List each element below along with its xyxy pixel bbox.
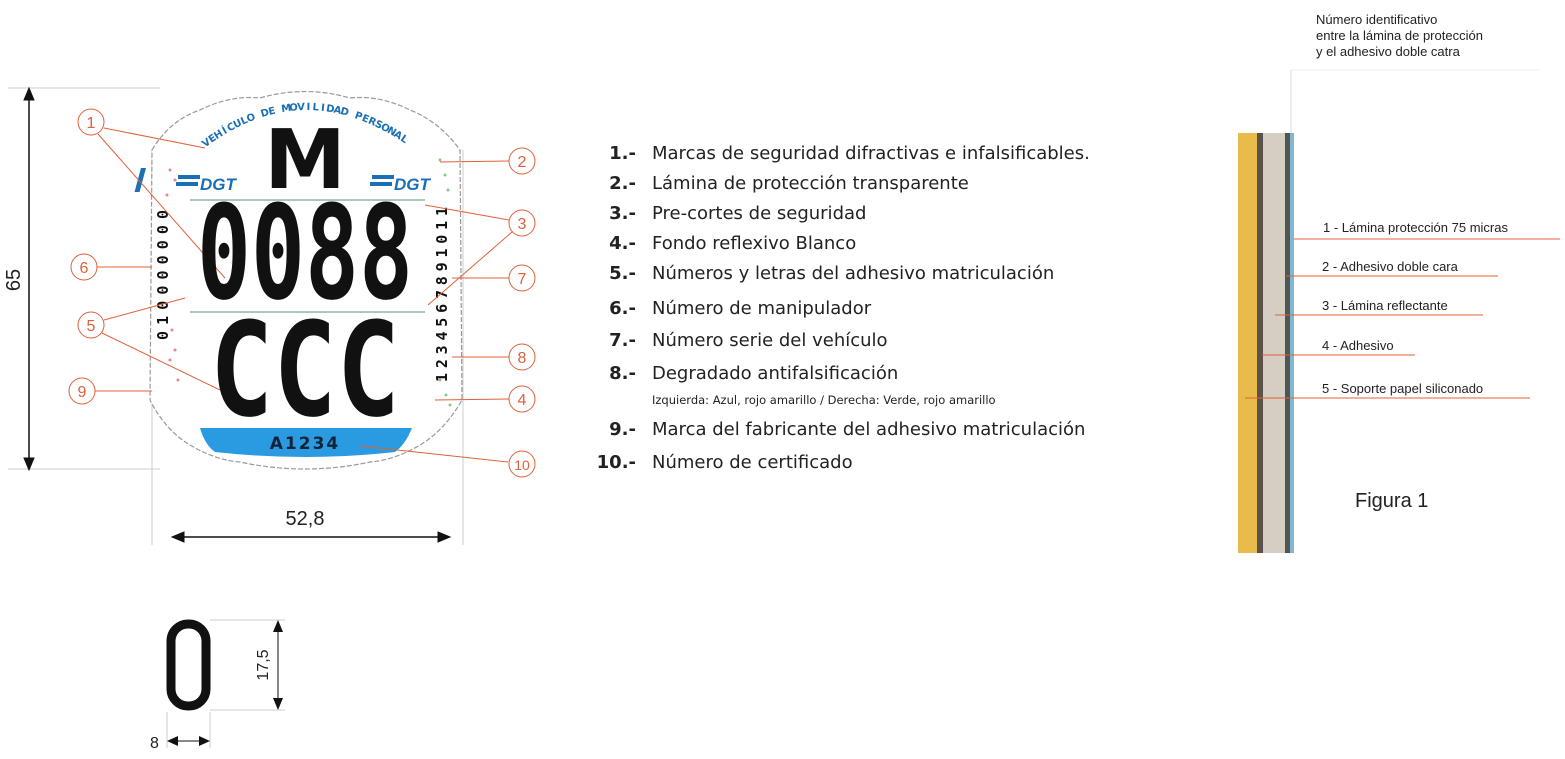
province-letter: M bbox=[264, 113, 346, 208]
svg-text:1: 1 bbox=[87, 115, 96, 132]
layer-3-reflective bbox=[1263, 133, 1285, 553]
note-line: y el adhesivo doble catra bbox=[1316, 44, 1460, 59]
plate-number: 0088 bbox=[196, 177, 414, 329]
layer-stack bbox=[1238, 69, 1560, 553]
figure-caption: Figura 1 bbox=[1355, 490, 1429, 512]
svg-text:DGT: DGT bbox=[394, 175, 432, 194]
arc-letter: L bbox=[398, 133, 410, 146]
layer-label-4: 4 - Adhesivo bbox=[1322, 338, 1394, 353]
note-line: entre la lámina de protección bbox=[1316, 28, 1483, 43]
callout-6: 6 bbox=[70, 253, 98, 281]
char-dimension bbox=[166, 619, 285, 748]
arc-letter: D bbox=[339, 106, 350, 119]
certificate-number: A1234 bbox=[269, 434, 341, 454]
layer-label-1: 1 - Lámina protección 75 micras bbox=[1323, 220, 1508, 235]
arc-letter: S bbox=[373, 119, 384, 132]
height-dimension bbox=[8, 86, 160, 472]
callout-10: 10 bbox=[508, 450, 536, 478]
height-label: 65 bbox=[3, 269, 25, 291]
arc-letter: M bbox=[281, 103, 292, 115]
arc-letter: Í bbox=[220, 124, 230, 137]
arc-letter: E bbox=[267, 106, 276, 118]
dgt-logo-right: DGT bbox=[370, 175, 432, 194]
char-sample-zero bbox=[166, 619, 211, 711]
svg-text:2: 2 bbox=[518, 154, 527, 171]
callout-1: 1 bbox=[77, 108, 105, 136]
arc-letter: C bbox=[225, 121, 237, 134]
figure-note: Número identificativo entre la lámina de… bbox=[1316, 12, 1483, 60]
arc-letter: E bbox=[207, 132, 219, 145]
char-height-label: 17,5 bbox=[255, 649, 272, 680]
manipulator-number: 010000000 bbox=[154, 210, 172, 340]
arc-letter: I bbox=[320, 103, 325, 114]
char-width-label: 8 bbox=[150, 735, 159, 752]
layer-label-3: 3 - Lámina reflectante bbox=[1322, 298, 1448, 313]
svg-text:4: 4 bbox=[518, 392, 527, 409]
arc-letter: D bbox=[259, 107, 270, 120]
arc-letter: E bbox=[360, 113, 371, 126]
callout-8: 8 bbox=[508, 343, 536, 371]
callouts: 1 2 3 4 5 6 7 8 9 10 bbox=[68, 108, 536, 478]
svg-text:7: 7 bbox=[518, 271, 527, 288]
arc-letter: V bbox=[297, 102, 305, 113]
gradient-pattern-left bbox=[165, 168, 180, 382]
svg-text:6: 6 bbox=[80, 260, 89, 277]
callout-leaders bbox=[95, 127, 513, 463]
legend-sub-note: Izquierda: Azul, rojo amarillo / Derecha… bbox=[652, 393, 996, 407]
callout-5: 5 bbox=[77, 311, 105, 339]
certificate-band bbox=[200, 428, 412, 457]
layer-label-2: 2 - Adhesivo doble cara bbox=[1322, 259, 1458, 274]
svg-text:3: 3 bbox=[518, 216, 527, 233]
layer-5-paper bbox=[1238, 133, 1257, 553]
gradient-pattern-right bbox=[438, 158, 452, 407]
svg-text:8: 8 bbox=[518, 350, 527, 367]
callout-4: 4 bbox=[508, 385, 536, 413]
arc-letter: D bbox=[325, 103, 335, 115]
arc-letter: R bbox=[366, 116, 378, 129]
arc-letter: A bbox=[332, 105, 342, 117]
arc-letter: O bbox=[289, 102, 298, 114]
arc-letter: P bbox=[353, 110, 364, 123]
callout-2: 2 bbox=[508, 147, 536, 175]
svg-text:5: 5 bbox=[87, 318, 96, 335]
callout-3: 3 bbox=[508, 209, 536, 237]
plate-letters: CCC bbox=[209, 294, 401, 446]
svg-text:10: 10 bbox=[514, 457, 530, 473]
vehicle-serial: 1234567891011 bbox=[433, 207, 451, 382]
arc-letter: I bbox=[306, 102, 310, 113]
width-label: 52,8 bbox=[286, 508, 325, 530]
layer-2-double-adhesive bbox=[1285, 133, 1290, 553]
layer-label-5: 5 - Soporte papel siliconado bbox=[1322, 381, 1484, 396]
note-line: Número identificativo bbox=[1316, 12, 1438, 27]
arrow-down-icon bbox=[23, 457, 35, 472]
dgt-logo-left: DGT bbox=[134, 168, 238, 194]
arc-letter: L bbox=[312, 102, 320, 113]
svg-text:DGT: DGT bbox=[200, 175, 238, 194]
layer-4-adhesive bbox=[1257, 133, 1263, 553]
callout-9: 9 bbox=[68, 377, 96, 405]
layer-1-protection bbox=[1290, 133, 1294, 553]
arrow-up-icon bbox=[23, 86, 35, 101]
callout-7: 7 bbox=[508, 264, 536, 292]
arc-letter: O bbox=[245, 112, 257, 125]
arc-letter: L bbox=[239, 115, 250, 128]
svg-text:9: 9 bbox=[78, 384, 87, 401]
